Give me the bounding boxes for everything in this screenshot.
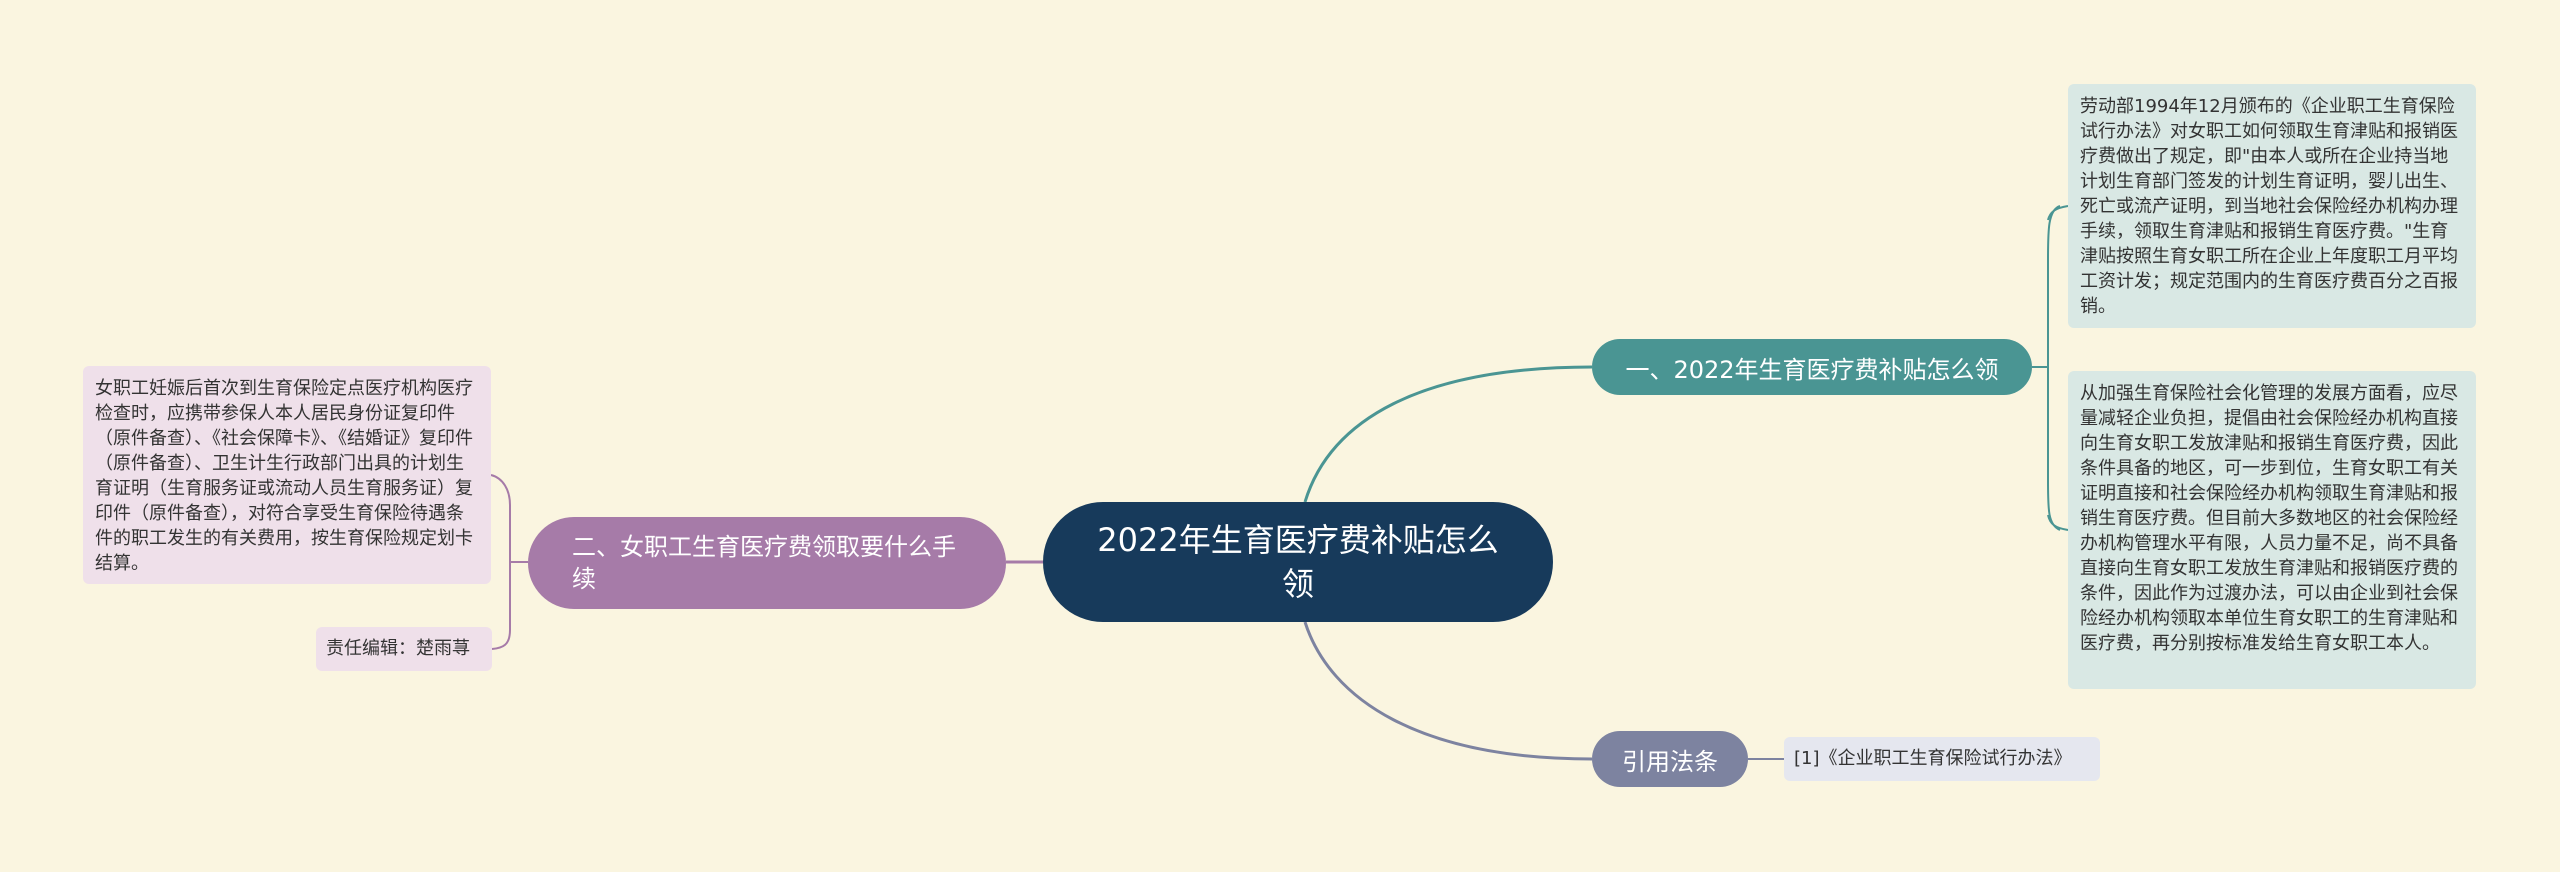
branch-label: 一、2022年生育医疗费补贴怎么领 (1625, 355, 1999, 384)
leaf-text: 劳动部1994年12月颁布的《企业职工生育保险试行办法》对女职工如何领取生育津贴… (2080, 96, 2458, 317)
leaf-editor[interactable]: 责任编辑：楚雨荨 (316, 627, 492, 671)
leaf-text: 女职工妊娠后首次到生育保险定点医疗机构医疗检查时，应携带参保人本人居民身份证复印… (95, 378, 473, 574)
branch-label: 二、女职工生育医疗费领取要什么手续 (572, 533, 956, 593)
central-topic[interactable]: 2022年生育医疗费补贴怎么领 (1043, 502, 1553, 622)
branch-label: 引用法条 (1622, 747, 1718, 776)
connector-branch2-bracket (490, 474, 528, 650)
branch-cited-law[interactable]: 引用法条 (1592, 731, 1748, 787)
connector-center-branch1 (1303, 365, 1593, 503)
leaf-first-checkup-documents[interactable]: 女职工妊娠后首次到生育保险定点医疗机构医疗检查时，应携带参保人本人居民身份证复印… (83, 366, 491, 584)
leaf-law-reference[interactable]: [1]《企业职工生育保险试行办法》 (1784, 737, 2100, 781)
connector-branch1-leaf1 (2047, 205, 2069, 221)
branch-how-to-claim[interactable]: 一、2022年生育医疗费补贴怎么领 (1592, 339, 2032, 395)
connector-branch1-bracket (2032, 205, 2061, 531)
leaf-regulation-1994[interactable]: 劳动部1994年12月颁布的《企业职工生育保险试行办法》对女职工如何领取生育津贴… (2068, 84, 2476, 328)
central-topic-label: 2022年生育医疗费补贴怎么领 (1097, 521, 1499, 603)
branch-required-procedures[interactable]: 二、女职工生育医疗费领取要什么手续 (528, 517, 1006, 609)
leaf-text: [1]《企业职工生育保险试行办法》 (1794, 748, 2072, 769)
connector-center-branch3 (1303, 621, 1593, 761)
leaf-text: 从加强生育保险社会化管理的发展方面看，应尽量减轻企业负担，提倡由社会保险经办机构… (2080, 383, 2458, 654)
connector-branch1-leaf2 (2047, 514, 2069, 531)
leaf-social-management[interactable]: 从加强生育保险社会化管理的发展方面看，应尽量减轻企业负担，提倡由社会保险经办机构… (2068, 371, 2476, 689)
leaf-text: 责任编辑：楚雨荨 (326, 638, 470, 659)
